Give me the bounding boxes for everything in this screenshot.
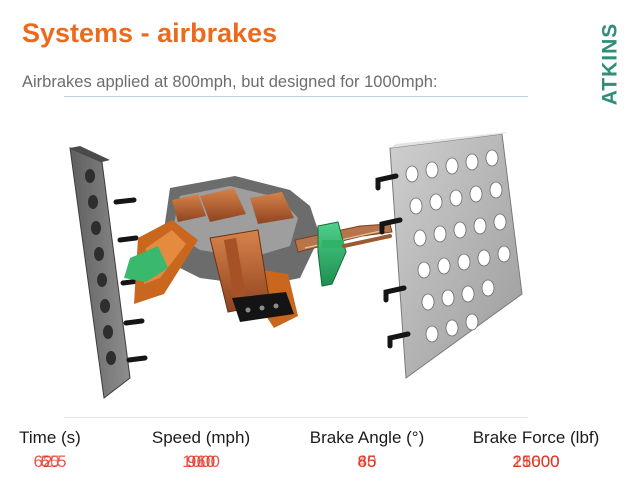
column-speed: Speed (mph) 1000 960 910 [136, 428, 266, 474]
speed-value: 910 [186, 452, 216, 471]
brake-force-value: 25000 [512, 452, 560, 471]
central-mechanism [124, 176, 393, 328]
slide-subtitle: Airbrakes applied at 800mph, but designe… [22, 73, 438, 91]
brake-angle-value: 45 [357, 452, 377, 471]
time-value: 62.5 [33, 452, 67, 471]
column-brake-angle: Brake Angle (°) 85 60 45 [292, 428, 442, 474]
subtitle-underline [64, 96, 528, 97]
airbrake-illustration [60, 128, 540, 408]
slide-title: Systems - airbrakes [22, 18, 278, 48]
column-header-brake-force: Brake Force (lbf) [472, 428, 600, 447]
left-airbrake-panel [69, 146, 148, 399]
speed-value: 1000 [182, 452, 220, 471]
brake-force-value: 21600 [512, 452, 560, 471]
brake-force-value: 18000 [512, 452, 560, 471]
bottom-rule [64, 417, 528, 418]
column-time: Time (s) 62.5 60 55 [8, 428, 92, 474]
column-values-brake-force: 25000 21600 18000 [454, 452, 618, 474]
column-values-speed: 1000 960 910 [136, 452, 266, 474]
atkins-logo: ATKINS [598, 18, 624, 110]
speed-value: 960 [186, 452, 216, 471]
brake-angle-value: 60 [357, 452, 377, 471]
time-value: 55 [40, 452, 60, 471]
column-values-time: 62.5 60 55 [8, 452, 92, 474]
right-airbrake-panel [375, 132, 523, 379]
column-header-time: Time (s) [19, 428, 81, 447]
column-values-brake-angle: 85 60 45 [292, 452, 442, 474]
column-header-speed: Speed (mph) [151, 428, 251, 447]
logo-wordmark: ATKINS [599, 23, 622, 106]
time-value: 60 [40, 452, 60, 471]
column-header-brake-angle: Brake Angle (°) [309, 428, 425, 447]
column-brake-force: Brake Force (lbf) 25000 21600 18000 [454, 428, 618, 474]
brake-angle-value: 85 [357, 452, 377, 471]
